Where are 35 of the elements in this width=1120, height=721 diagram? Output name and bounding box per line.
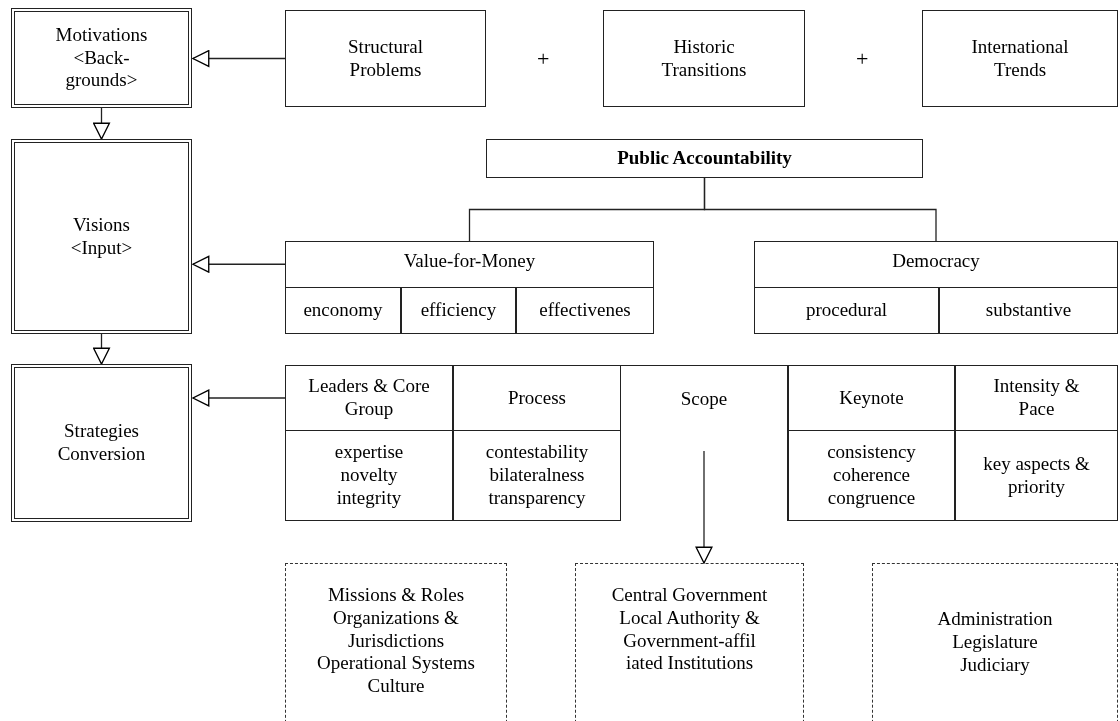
dotted-box: Administration Legislature Judiciary <box>872 563 1118 721</box>
table-cell: Process <box>453 365 621 431</box>
table-cell: procedural <box>754 287 939 334</box>
stage-box: Strategies Conversion <box>11 364 192 522</box>
group-heading: Democracy <box>892 250 980 273</box>
table-cell: consistency coherence congruence <box>788 430 955 521</box>
table-cell: substantive <box>939 287 1118 334</box>
text-box: International Trends <box>922 10 1118 107</box>
arrow <box>92 107 111 140</box>
arrow <box>92 333 111 365</box>
plus-sign: + <box>856 48 869 70</box>
table-cell: Scope <box>620 365 788 521</box>
arrow <box>192 255 286 273</box>
arrow <box>192 49 286 68</box>
table-cell: Intensity & Pace <box>955 365 1118 431</box>
arrow <box>192 389 286 407</box>
table-cell: Leaders & Core Group <box>285 365 453 431</box>
arrow <box>695 450 713 564</box>
plus-sign: + <box>537 48 550 70</box>
stage-box: Visions <Input> <box>11 139 192 334</box>
text-box: Public Accountability <box>486 139 923 178</box>
dotted-box: Central Government Local Authority & Government-affil iated Institutions <box>575 563 804 721</box>
group-heading: Value-for-Money <box>403 250 536 273</box>
table-cell: contestability bilateralness transparency <box>453 430 621 521</box>
text-box: Historic Transitions <box>603 10 805 107</box>
table-cell: Keynote <box>788 365 955 431</box>
table-cell: key aspects & priority <box>955 430 1118 521</box>
table-cell: enconomy <box>285 287 401 334</box>
text-box: Structural Problems <box>285 10 486 107</box>
stage-box: Motivations <Back- grounds> <box>11 8 192 108</box>
table-cell: expertise novelty integrity <box>285 430 453 521</box>
table-cell: effectivenes <box>516 287 654 334</box>
connector-line <box>703 177 937 242</box>
dotted-box: Missions & Roles Organizations & Jurisdictions Operational Systems Culture <box>285 563 507 721</box>
table-cell: efficiency <box>401 287 516 334</box>
